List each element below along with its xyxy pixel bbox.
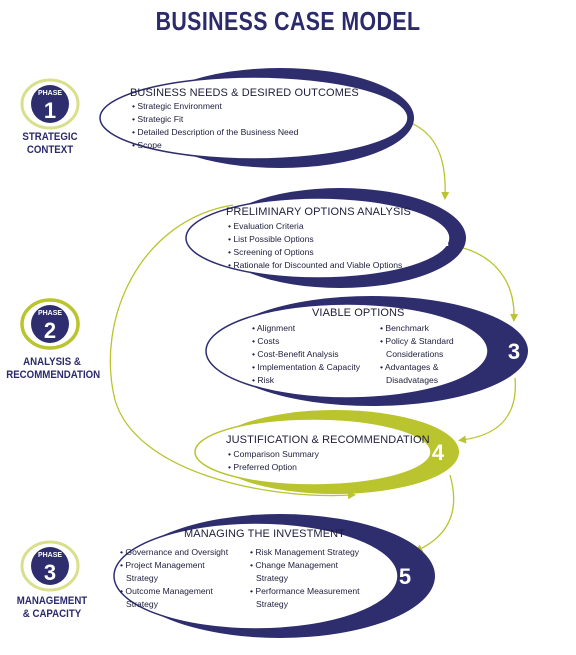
stage-3: 3 VIABLE OPTIONS • Alignment • Costs • C… xyxy=(205,296,528,406)
phase-2-badge: PHASE 2 xyxy=(20,298,80,350)
stage-1-inner xyxy=(99,76,409,160)
stage-2-number: 2 xyxy=(437,226,449,251)
stage-5: 5 MANAGING THE INVESTMENT • Governance a… xyxy=(113,514,435,638)
phase-3-word: PHASE xyxy=(38,552,62,559)
stage-5-item-left-cont: Strategy xyxy=(126,573,159,583)
stage-2-item: • Rationale for Discounted and Viable Op… xyxy=(228,260,402,270)
stage-1-title: BUSINESS NEEDS & DESIRED OUTCOMES xyxy=(130,87,359,99)
stage-3-item-right: • Benchmark xyxy=(380,323,430,333)
stage-4-item: • Comparison Summary xyxy=(228,449,320,459)
stage-3-item-right: • Advantages & xyxy=(380,362,439,372)
stage-5-item-left: • Project Management xyxy=(120,560,205,570)
stage-5-item-left-cont: Strategy xyxy=(126,599,159,609)
phase-3-disc xyxy=(31,547,69,585)
stage-5-item-right: • Change Management xyxy=(250,560,339,570)
stage-3-title: VIABLE OPTIONS xyxy=(312,307,404,319)
stage-4-inner xyxy=(194,418,432,486)
phase-2-label: ANALYSIS & RECOMMENDATION xyxy=(6,356,101,382)
stage-1-number: 1 xyxy=(358,104,370,129)
stage-2-item: • Screening of Options xyxy=(228,247,314,257)
stage-5-number: 5 xyxy=(399,564,411,589)
stage-3-item-right-cont: Disadvatages xyxy=(386,375,438,385)
stage-3-item-left: • Risk xyxy=(252,375,275,385)
phase-1-badge: PHASE 1 xyxy=(20,78,80,130)
phase-1-label-line: CONTEXT xyxy=(26,144,74,156)
connector-2-3 xyxy=(454,245,519,322)
stage-1-item: • Scope xyxy=(132,140,162,150)
phase-3-label: MANAGEMENT & CAPACITY xyxy=(6,595,98,621)
phase-1-number: 1 xyxy=(44,98,56,123)
stage-4: 4 JUSTIFICATION & RECOMMENDATION • Compa… xyxy=(194,410,459,494)
phase-1-label: STRATEGIC CONTEXT xyxy=(6,131,94,157)
stage-5-item-right: • Risk Management Strategy xyxy=(250,547,360,557)
phase-2-disc xyxy=(31,305,69,343)
stage-2-item: • Evaluation Criteria xyxy=(228,221,304,231)
phase-2-label-line: ANALYSIS & xyxy=(23,356,81,368)
connector-loop xyxy=(109,204,356,500)
stage-5-title: MANAGING THE INVESTMENT xyxy=(184,528,345,540)
stage-4-number: 4 xyxy=(432,440,445,465)
stage-3-item-right: • Policy & Standard xyxy=(380,336,454,346)
stage-2-inner xyxy=(185,197,451,279)
connector-4-5 xyxy=(414,474,455,552)
stage-3-item-left: • Implementation & Capacity xyxy=(252,362,361,372)
stage-3-item-left: • Cost-Benefit Analysis xyxy=(252,349,339,359)
stage-4-item: • Preferred Option xyxy=(228,462,297,472)
stage-5-inner xyxy=(113,522,399,630)
phase-2-number: 2 xyxy=(44,318,56,343)
stage-1: 1 BUSINESS NEEDS & DESIRED OUTCOMES • St… xyxy=(99,68,414,168)
phase-3-label-line: & CAPACITY xyxy=(22,608,82,620)
phase-3-number: 3 xyxy=(44,560,56,585)
phase-3-label-line: MANAGEMENT xyxy=(16,595,88,607)
stage-3-inner xyxy=(205,303,489,399)
stage-1-item: • Strategic Fit xyxy=(132,114,184,124)
page-title: BUSINESS CASE MODEL xyxy=(155,6,421,36)
phase-1-label-line: STRATEGIC xyxy=(22,131,78,143)
stage-5-item-left: • Governance and Oversight xyxy=(120,547,229,557)
stage-3-item-left: • Costs xyxy=(252,336,279,346)
connector-3-4 xyxy=(458,377,516,444)
phase-2-label-line: RECOMMENDATION xyxy=(6,369,101,381)
phase-1-word: PHASE xyxy=(38,90,62,97)
stage-4-title: JUSTIFICATION & RECOMMENDATION xyxy=(226,434,430,446)
phase-3-badge: PHASE 3 xyxy=(20,540,80,592)
stage-3-number: 3 xyxy=(508,339,520,364)
stage-5-item-right-cont: Strategy xyxy=(256,573,289,583)
stage-2-title: PRELIMINARY OPTIONS ANALYSIS xyxy=(226,206,411,218)
stage-5-item-right: • Performance Measurement xyxy=(250,586,360,596)
phase-1-disc xyxy=(31,85,69,123)
stage-3-item-right-cont: Considerations xyxy=(386,349,443,359)
stage-3-item-left: • Alignment xyxy=(252,323,296,333)
stage-5-item-right-cont: Strategy xyxy=(256,599,289,609)
stage-1-item: • Strategic Environment xyxy=(132,101,223,111)
stage-2: 2 PRELIMINARY OPTIONS ANALYSIS • Evaluat… xyxy=(185,188,466,288)
stage-1-item: • Detailed Description of the Business N… xyxy=(132,127,299,137)
stage-2-item: • List Possible Options xyxy=(228,234,314,244)
stage-5-item-left: • Outcome Management xyxy=(120,586,213,596)
phase-2-word: PHASE xyxy=(38,310,62,317)
